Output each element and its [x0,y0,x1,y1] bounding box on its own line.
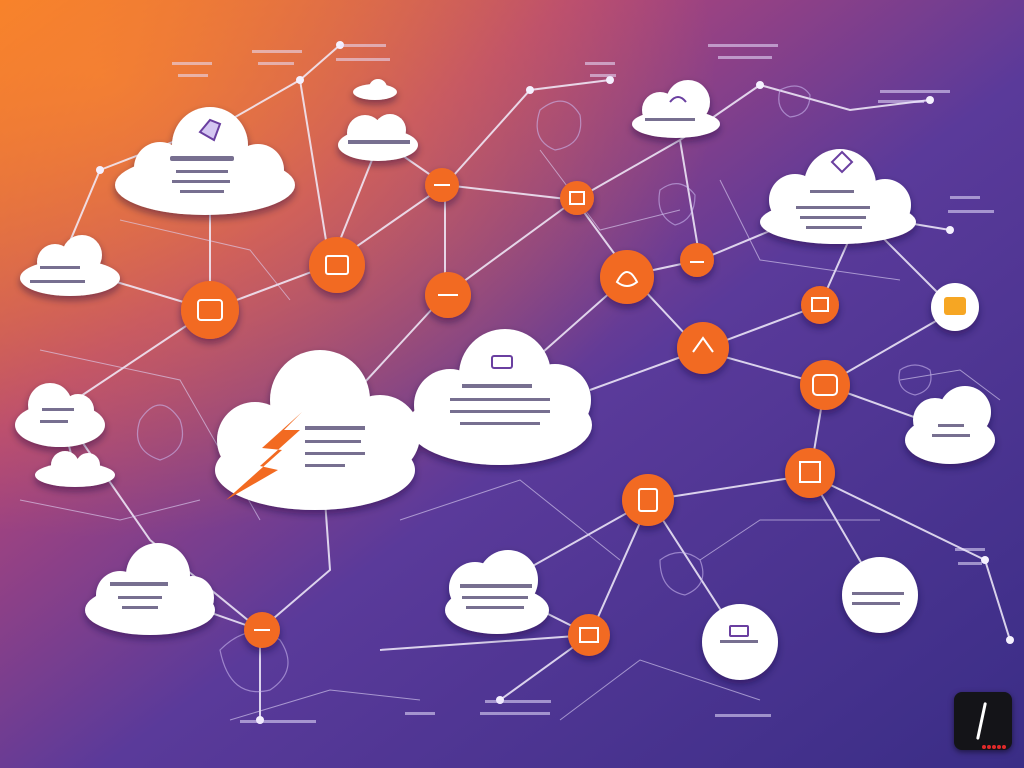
network-node-9 [801,286,839,324]
network-node-2 [309,237,365,293]
network-node-6 [600,250,654,304]
cloud-left-low [35,451,115,487]
network-node-14 [244,612,280,648]
orange-nodes [181,168,979,656]
cloud-right-upper [760,149,916,244]
network-node-1 [181,281,239,339]
network-node-8 [677,322,729,374]
cloud-main-bolt [215,350,420,510]
mini-cloud-icon [669,96,687,103]
cloud-bottom-left [85,543,215,635]
network-node-7 [680,243,714,277]
logo-dots [982,734,1008,749]
network-node-5 [560,181,594,215]
bolt-icon [226,412,302,500]
server-icon-center [491,355,513,369]
background-text-marks [172,44,994,723]
diamond-icon [830,150,854,174]
network-node-4 [425,272,471,318]
cloud-top-small [353,79,397,100]
line-art-decorations [136,85,932,693]
cloud-top-left [115,107,295,215]
network-node-10 [800,360,850,410]
cloud-text-marks [30,118,970,643]
card-icon [729,625,749,637]
network-node-3 [425,168,459,202]
network-node-12 [622,474,674,526]
network-node-13 [568,614,610,656]
cloud-left-mid [15,383,105,447]
network-node-11 [785,448,835,498]
server-icon [198,118,222,142]
cloud-icons [198,96,854,637]
watermark-logo [954,692,1012,750]
network-node-white [931,283,979,331]
